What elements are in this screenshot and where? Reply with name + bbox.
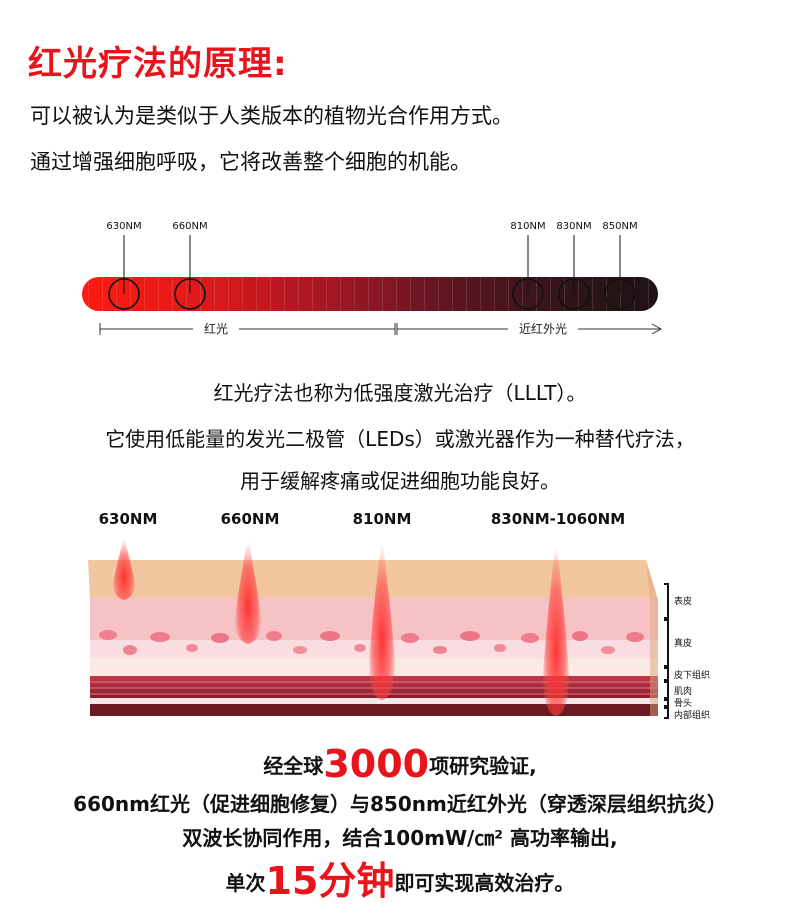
beam-830-1060 — [543, 536, 569, 716]
beam-label-660: 660NM — [221, 510, 280, 528]
layer-internal-label: 内部组织 — [674, 709, 710, 721]
layer-subcutaneous-label: 皮下组织 — [674, 669, 710, 681]
marker-830: 830NM — [556, 221, 592, 310]
beam-810 — [369, 536, 395, 700]
red-range-bracket: 红光 — [99, 319, 396, 337]
summary-line-4-post: 即可实现高效治疗。 — [394, 871, 575, 895]
beam-label-830-1060: 830NM-1060NM — [491, 510, 625, 528]
wavelength-label-850: 850NM — [602, 221, 637, 232]
arrow-right-icon — [651, 323, 663, 335]
summary-line-1-post: 项研究验证, — [429, 754, 537, 778]
beam-630 — [113, 536, 135, 600]
layer-brackets — [664, 583, 669, 719]
layer-muscle-label: 肌肉 — [674, 685, 692, 697]
summary-line-1-pre: 经全球 — [263, 754, 324, 778]
intro-line-2: 通过增强细胞呼吸，它将改善整个细胞的机能。 — [30, 150, 471, 174]
studies-count: 3000 — [323, 742, 430, 786]
beam-660 — [235, 536, 261, 644]
description-line-3: 用于缓解疼痛或促进细胞功能良好。 — [240, 469, 560, 493]
page-title: 红光疗法的原理: — [28, 44, 288, 84]
skin-penetration-diagram: 630NM 660NM 810NM 830NM-1060NM — [88, 510, 710, 721]
wavelength-label-830: 830NM — [556, 221, 591, 232]
summary-line-4: 单次15分钟即可实现高效治疗。 — [0, 850, 800, 905]
wavelength-label-630: 630NM — [106, 221, 141, 232]
beam-label-630: 630NM — [99, 510, 158, 528]
marker-850: 850NM — [602, 221, 638, 310]
wavelength-label-810: 810NM — [510, 221, 545, 232]
description-line-1: 红光疗法也称为低强度激光治疗（LLLT）。 — [213, 381, 587, 405]
summary-line-4-pre: 单次 — [225, 871, 266, 895]
nir-light-label: 近红外光 — [519, 321, 567, 336]
summary-line-3: 双波长协同作用，结合100mW/㎝² 高功率输出, — [182, 826, 618, 850]
spectrum-diagram: 630NM 660NM 810NM 830NM 850NM 红光 近红外光 — [82, 221, 663, 337]
beam-label-810: 810NM — [353, 510, 412, 528]
nir-range-bracket: 近红外光 — [396, 319, 663, 337]
marker-660: 660NM — [172, 221, 208, 310]
marker-810: 810NM — [510, 221, 546, 310]
wavelength-label-660: 660NM — [172, 221, 207, 232]
intro-line-1: 可以被认为是类似于人类版本的植物光合作用方式。 — [30, 104, 513, 128]
treatment-duration: 15分钟 — [265, 859, 395, 903]
layer-epidermis-label: 表皮 — [674, 595, 692, 607]
summary-line-2: 660nm红光（促进细胞修复）与850nm近红外光（穿透深层组织抗炎） — [73, 792, 727, 816]
red-light-label: 红光 — [204, 321, 228, 336]
summary-line-1: 经全球3000项研究验证, — [0, 742, 800, 786]
layer-bone-label: 骨头 — [674, 698, 692, 709]
layer-dermis-label: 真皮 — [674, 637, 692, 649]
description-line-2: 它使用低能量的发光二极管（LEDs）或激光器作为一种替代疗法， — [105, 427, 695, 451]
marker-630: 630NM — [106, 221, 142, 310]
